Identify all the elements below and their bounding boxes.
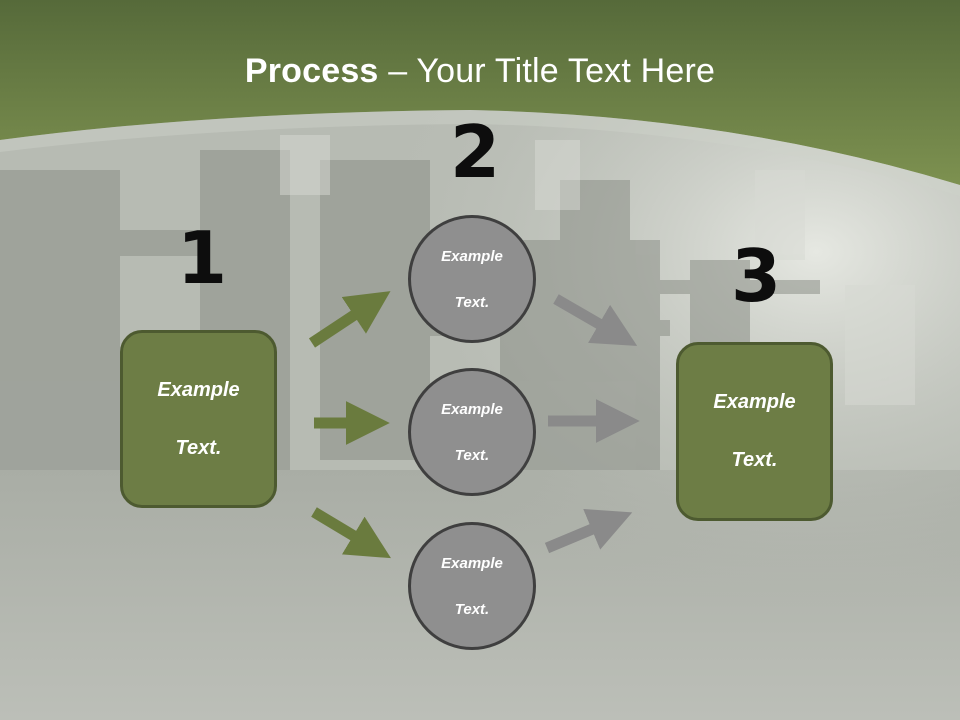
step-number-1: 1: [177, 216, 228, 300]
arrow-box1-to-circle1: [308, 291, 391, 348]
step-1-line2: Text.: [175, 436, 222, 459]
step-3-line1: Example: [713, 391, 796, 413]
header-band: [0, 0, 960, 185]
circle-2-line2: Text.: [454, 446, 490, 464]
circle-2-line1: Example: [441, 400, 503, 418]
title-bold: Process: [244, 52, 379, 90]
circle-1-line2: Text.: [454, 293, 490, 311]
arrow-circle1-to-box3: [553, 294, 638, 346]
title-rest: – Your Title Text Here: [378, 52, 716, 90]
circle-3-line2: Text.: [454, 600, 490, 618]
step-3-line2: Text.: [731, 449, 778, 471]
windows: [280, 135, 915, 405]
step-number-3: 3: [731, 234, 782, 318]
slide-title: Process – Your Title Text Here: [0, 52, 960, 91]
step-number-2: 2: [450, 110, 501, 194]
circle-3-line1: Example: [441, 554, 503, 572]
circle-1-line1: Example: [441, 247, 503, 265]
arrow-box1-to-circle3: [311, 507, 391, 559]
arrow-circle3-to-box3: [544, 509, 633, 554]
step-1-line1: Example: [157, 378, 240, 401]
